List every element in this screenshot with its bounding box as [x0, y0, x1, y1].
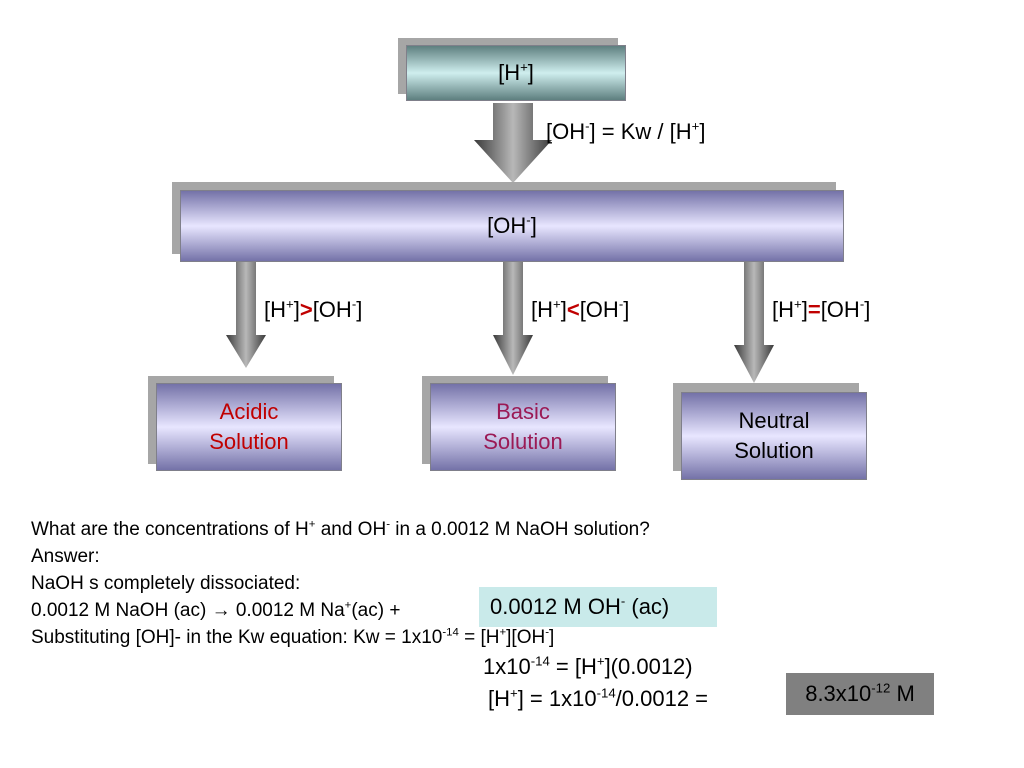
neutral-line2: Solution	[734, 438, 814, 463]
reaction-arrow-icon: →	[211, 600, 231, 621]
arrow-down-center	[493, 262, 533, 375]
branch-label-acidic: [H+]>[OH-]	[264, 296, 363, 322]
oh-concentration-highlight: 0.0012 M OH- (ac)	[479, 587, 717, 627]
neutral-line1: Neutral	[738, 408, 810, 433]
basic-line1: Basic	[496, 399, 550, 424]
arrow-down-right	[734, 262, 774, 383]
operator-greater: >	[299, 297, 313, 322]
basic-solution-box: Basic Solution	[430, 383, 616, 471]
arrow-down-left	[226, 262, 266, 368]
dissociation-equation: 0.0012 M NaOH (ac) → 0.0012 M Na+(ac) +	[31, 599, 401, 621]
h-plus-box: [H+]	[406, 45, 626, 101]
question-line-1: What are the concentrations of H+ and OH…	[31, 518, 650, 540]
kw-relation-label: [OH-] = Kw / [H+]	[546, 118, 706, 144]
branch-label-basic: [H+]<[OH-]	[531, 296, 630, 322]
oh-minus-box: [OH-]	[180, 190, 844, 262]
acidic-solution-box: Acidic Solution	[156, 383, 342, 471]
h-plus-box-text: [H+]	[498, 59, 534, 85]
equation-kw-substituted: 1x10-14 = [H+](0.0012)	[483, 653, 693, 679]
dissociation-statement: NaOH s completely dissociated:	[31, 573, 301, 594]
equation-h-plus-solve: [H+] = 1x10-14/0.0012 =	[488, 685, 709, 711]
acidic-line1: Acidic	[219, 399, 279, 424]
branch-label-neutral: [H+]=[OH-]	[772, 296, 871, 322]
acidic-line2: Solution	[209, 429, 289, 454]
answer-label: Answer:	[31, 546, 100, 567]
basic-line2: Solution	[483, 429, 563, 454]
arrow-down-main	[474, 103, 552, 183]
operator-equal: =	[807, 297, 821, 322]
oh-minus-box-text: [OH-]	[487, 212, 537, 238]
kw-substitution-line: Substituting [OH]- in the Kw equation: K…	[31, 626, 555, 648]
h-plus-result-box: 8.3x10-12 M	[786, 673, 934, 715]
neutral-solution-box: Neutral Solution	[681, 392, 867, 480]
operator-less: <	[566, 297, 580, 322]
